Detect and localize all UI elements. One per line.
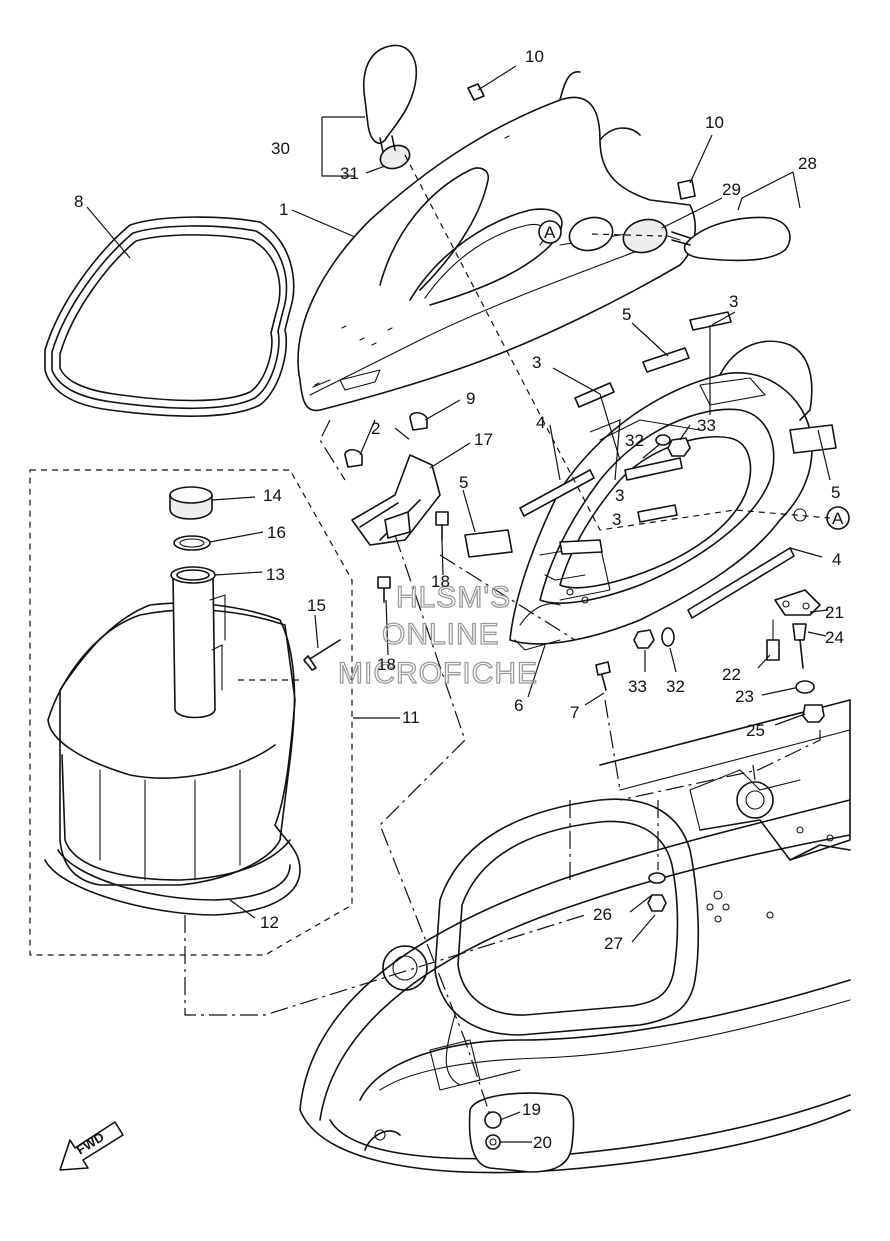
callout-3b: 3 xyxy=(532,353,541,372)
watermark-line-3: MICROFICHE xyxy=(338,657,538,690)
callout-5a: 5 xyxy=(622,305,631,324)
callout-2: 2 xyxy=(371,419,380,438)
callout-31: 31 xyxy=(340,164,359,183)
callout-23: 23 xyxy=(735,687,754,706)
callout-32b: 32 xyxy=(666,677,685,696)
hinge-assembly xyxy=(344,411,449,603)
callout-12: 12 xyxy=(260,913,279,932)
callout-18b: 18 xyxy=(377,655,396,674)
callout-3a: 3 xyxy=(729,292,738,311)
callout-9: 9 xyxy=(466,389,475,408)
callout-30: 30 xyxy=(271,139,290,158)
callout-17: 17 xyxy=(474,430,493,449)
callout-8: 8 xyxy=(74,192,83,211)
callout-18a: 18 xyxy=(431,572,450,591)
gasket-ring xyxy=(44,216,295,417)
callout-7: 7 xyxy=(570,703,579,722)
reference-marker-a-left: A xyxy=(544,223,556,242)
hull-deck xyxy=(299,699,851,1174)
callout-16: 16 xyxy=(267,523,286,542)
assembly-guide-lines xyxy=(184,154,831,1116)
front-hood xyxy=(297,44,791,412)
callout-3c: 3 xyxy=(615,486,624,505)
watermark-line-1: HLSM'S xyxy=(396,581,511,614)
callout-33b: 33 xyxy=(628,677,647,696)
callout-11: 11 xyxy=(402,708,420,727)
reference-marker-a-right: A xyxy=(832,509,844,528)
callout-21: 21 xyxy=(825,603,844,622)
callout-20: 20 xyxy=(533,1133,552,1152)
callout-32a: 32 xyxy=(625,431,644,450)
callout-4a: 4 xyxy=(536,413,545,432)
watermark: HLSM'S ONLINE MICROFICHE xyxy=(337,580,538,690)
storage-compartment xyxy=(464,311,850,723)
callout-10a: 10 xyxy=(525,47,544,66)
watermark-line-2: ONLINE xyxy=(382,618,500,651)
callout-28: 28 xyxy=(798,154,817,173)
callout-27: 27 xyxy=(604,934,623,953)
callout-24: 24 xyxy=(825,628,844,647)
leader-lines xyxy=(86,65,831,1143)
callout-26: 26 xyxy=(593,905,612,924)
callout-3d: 3 xyxy=(612,510,621,529)
callout-25: 25 xyxy=(746,721,765,740)
callout-6: 6 xyxy=(514,696,523,715)
callout-29: 29 xyxy=(722,180,741,199)
callout-5b: 5 xyxy=(459,473,468,492)
callout-15: 15 xyxy=(307,596,326,615)
fwd-arrow: FWD xyxy=(59,1121,124,1171)
callout-5c: 5 xyxy=(831,483,840,502)
callout-22: 22 xyxy=(722,665,741,684)
callout-13: 13 xyxy=(266,565,285,584)
callout-14: 14 xyxy=(263,486,282,505)
callout-1: 1 xyxy=(279,200,288,219)
storage-bin xyxy=(29,469,353,956)
callout-labels: 1 2 3 3 3 3 4 4 5 5 5 6 7 8 9 10 10 11 1… xyxy=(74,47,844,1152)
callout-33a: 33 xyxy=(697,416,716,435)
callout-10b: 10 xyxy=(705,113,724,132)
callout-19: 19 xyxy=(522,1100,541,1119)
callout-4b: 4 xyxy=(832,550,841,569)
